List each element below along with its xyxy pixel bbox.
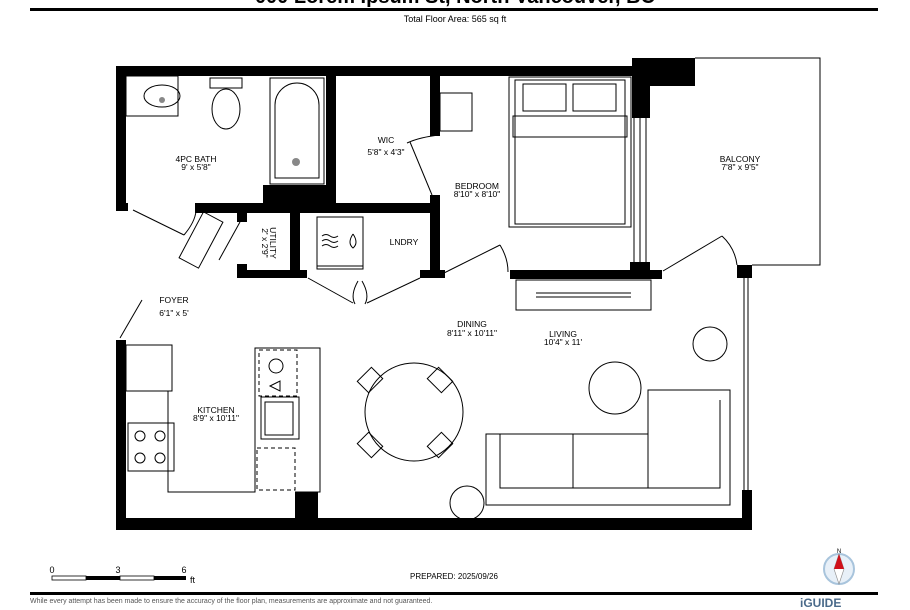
room-dims: 8'9" x 10'11" — [193, 413, 239, 423]
footer-divider — [30, 592, 878, 595]
room-dims: 8'11" x 10'11" — [447, 328, 497, 338]
compass-north-label: N — [837, 549, 841, 555]
property-address-title: 000 Lorem Ipsum St, North Vancouver, BC — [0, 0, 910, 9]
header-divider — [30, 8, 878, 11]
fixtures — [119, 57, 821, 521]
room-name: KITCHEN — [197, 405, 234, 415]
room-name: DINING — [457, 319, 487, 329]
room-name: LIVING — [549, 329, 577, 339]
room-name: FOYER — [159, 295, 188, 305]
room-dims: 10'4" x 11' — [544, 337, 583, 347]
room-dims: 7'8" x 9'5" — [721, 162, 758, 172]
scale-unit: ft — [190, 575, 196, 585]
fixture-taps — [159, 97, 300, 166]
room-name: LNDRY — [390, 237, 419, 247]
scale-bar: 0 3 6 ft — [49, 565, 195, 585]
room-name: UTILITY — [268, 227, 278, 259]
scale-tick: 0 — [49, 565, 54, 575]
compass-icon: N — [823, 549, 855, 585]
room-name: 4PC BATH — [176, 154, 217, 164]
total-floor-area: Total Floor Area: 565 sq ft — [403, 14, 507, 24]
room-dims: 6'1" x 5' — [159, 308, 189, 318]
room-name: BALCONY — [720, 154, 761, 164]
walls — [116, 58, 752, 530]
room-name: BEDROOM — [455, 181, 499, 191]
room-dims: 2' x 2'9" — [260, 228, 270, 257]
disclaimer-text: While every attempt has been made to ens… — [30, 598, 433, 605]
room-labels: 4PC BATH 9' x 5'8" WIC 5'8" x 4'3" BEDRO… — [159, 135, 760, 423]
prepared-date: PREPARED: 2025/09/26 — [410, 572, 498, 581]
room-name: WIC — [378, 135, 395, 145]
scale-tick: 6 — [181, 565, 186, 575]
room-dims: 5'8" x 4'3" — [367, 147, 404, 157]
room-dims: 9' x 5'8" — [181, 162, 210, 172]
brand-logo: iGUIDE — [800, 596, 842, 610]
scale-tick: 3 — [115, 565, 120, 575]
room-dims: 8'10" x 8'10" — [454, 189, 501, 199]
